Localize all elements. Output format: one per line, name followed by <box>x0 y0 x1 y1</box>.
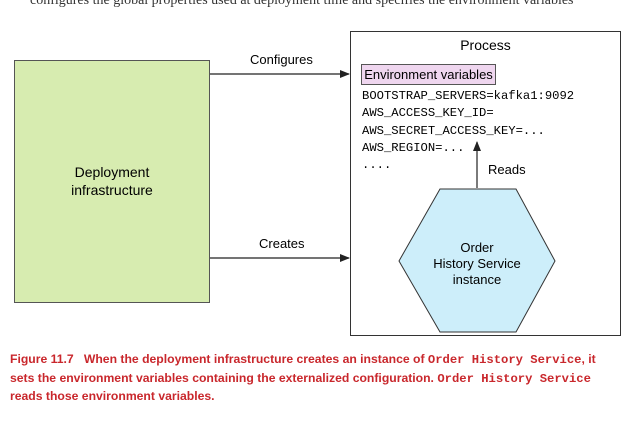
configures-label: Configures <box>250 52 313 67</box>
caption-code: Order History Service <box>427 353 582 367</box>
creates-label: Creates <box>259 236 305 251</box>
service-instance-hexagon <box>398 188 556 333</box>
environment-variables-header: Environment variables <box>361 64 496 85</box>
deployment-infrastructure-box <box>14 60 210 303</box>
env-var-line: .... <box>362 158 392 173</box>
caption-code: Order History Service <box>437 371 591 386</box>
caption-text: reads those environment variables. <box>10 389 215 403</box>
caption-text: , it sets the environment variables cont… <box>10 352 596 385</box>
environment-variable-list: BOOTSTRAP_SERVERS=kafka1:9092 AWS_ACCESS… <box>362 88 574 174</box>
env-var-line: BOOTSTRAP_SERVERS=kafka1:9092 <box>362 89 575 103</box>
reads-label: Reads <box>488 162 526 177</box>
cut-off-text-line: configures the global properties used at… <box>30 0 574 8</box>
service-instance-label: Order History Service instance <box>397 240 557 288</box>
process-title: Process <box>460 37 511 53</box>
service-label-line: Order <box>460 240 494 255</box>
caption-text: When the deployment infrastructure creat… <box>83 352 425 366</box>
env-var-line: AWS_REGION=... <box>362 140 465 155</box>
deployment-infrastructure-label: Deployment infrastructure <box>71 164 153 198</box>
service-label-line: History Service <box>433 256 521 271</box>
env-var-line: AWS_ACCESS_KEY_ID= <box>362 106 494 121</box>
caption-figure-number: Figure 11.7 <box>10 352 74 366</box>
figure-caption: Figure 11.7 When the deployment infrastr… <box>10 351 622 406</box>
service-label-line: instance <box>452 272 502 287</box>
env-var-line: AWS_SECRET_ACCESS_KEY=... <box>362 123 545 138</box>
